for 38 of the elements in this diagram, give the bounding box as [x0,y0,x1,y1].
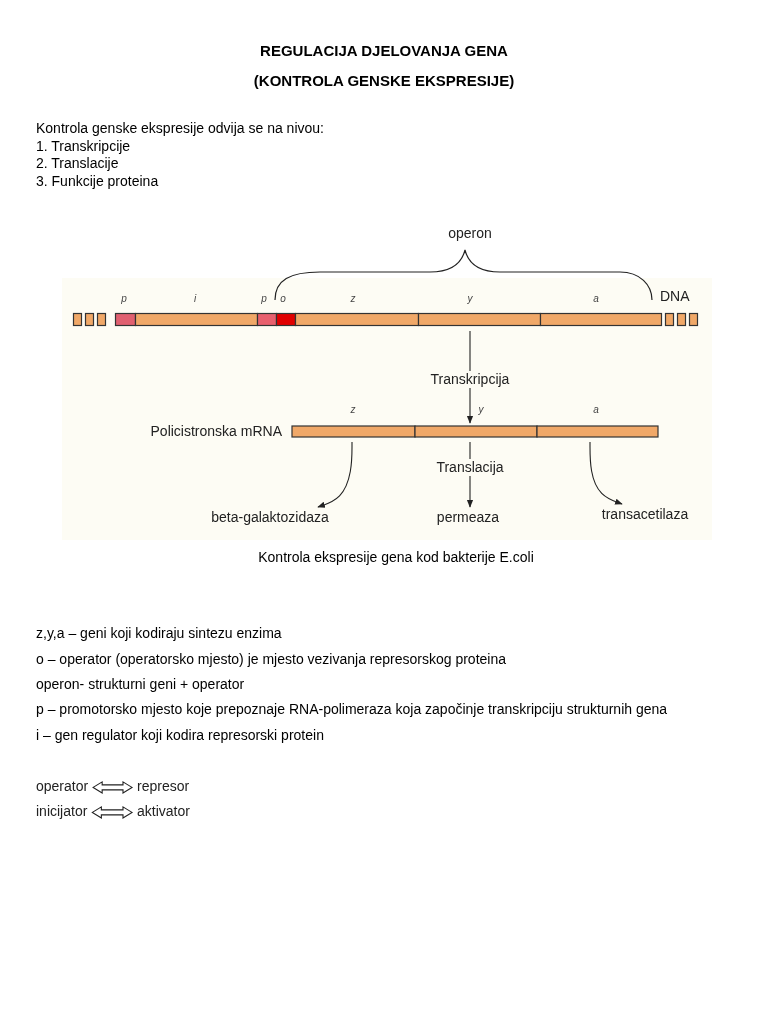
gene-letter: i [193,293,197,305]
intro-text: Kontrola genske ekspresije odvija se na nivou: [36,120,324,137]
mrna-strand-drawing [291,425,659,438]
list-item: 1. Transkripcije [36,138,131,155]
edge-label: Translacija [434,459,506,476]
arrow [317,441,353,508]
gene-letter: z [350,404,356,416]
title: REGULACIJA DJELOVANJA GENA (KONTROLA GENSKE EKSPRESIJE) [252,41,516,91]
definition-text: operon- strukturni geni + operator [36,676,245,693]
definition-text: z,y,a – geni koji kodiraju sintezu enzima [36,625,282,642]
definition-text: o – operator (operatorsko mjesto) je mjesto vezivanja represorskog proteina [36,651,506,668]
gene-letter: p [261,293,267,305]
list-item: 2. Translacije [36,155,119,172]
gene-letter: a [593,293,599,305]
gene-letter: y [478,404,484,416]
operon-label: operon [448,225,492,242]
term-text: operator [36,778,89,795]
gene-letter: p [121,293,127,305]
term-text: aktivator [137,803,190,820]
mrna-label: Policistronska mRNA [150,423,282,440]
edge-label: Transkripcija [428,371,512,388]
gene-letter: o [280,293,286,305]
term-text: represor [137,778,190,795]
term-text: inicijator [36,803,88,820]
definition-text: p – promotorsko mjesto koje prepoznaje RNA-polimeraza koja započinje transkripciju strukturnih gena [36,701,668,718]
protein-name: beta-galaktozidaza [211,509,329,526]
protein-name: transacetilaza [601,506,689,523]
dna-label: DNA [660,288,690,305]
list-item: 3. Funkcije proteina [36,173,159,190]
gene-letter: z [350,293,356,305]
arrow [589,441,623,505]
caption: Kontrola ekspresije gena kod bakterije E.coli [258,549,534,566]
definition-text: i – gen regulator koji kodira represorski protein [36,727,324,744]
double-arrow [91,805,134,819]
protein-name: permeaza [436,509,500,526]
gene-letter: y [467,293,473,305]
double-arrow [92,780,134,794]
gene-letter: a [593,404,599,416]
